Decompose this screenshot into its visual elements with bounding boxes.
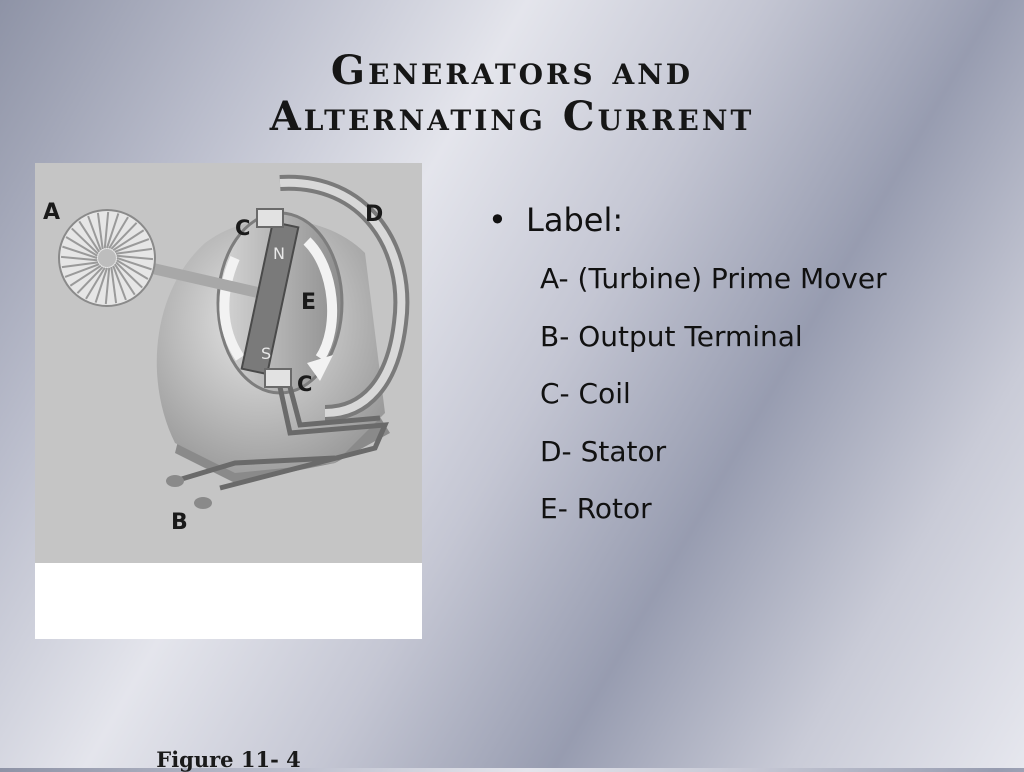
turbine-blade: [116, 259, 149, 280]
turbine-blades: [60, 211, 154, 305]
title-line-2: Alternating Current: [269, 93, 755, 140]
label-n: N: [273, 244, 285, 263]
turbine-blade: [108, 216, 129, 249]
list-item: C- Coil: [540, 377, 631, 410]
turbine-blade: [112, 229, 145, 252]
turbine-blade: [115, 261, 143, 289]
terminal-2: [194, 497, 212, 509]
rotation-arrow-left: [219, 256, 245, 361]
turbine-blade: [106, 213, 120, 249]
turbine-blade: [87, 215, 102, 251]
turbine-blade: [110, 222, 138, 250]
turbine-blade: [71, 227, 99, 255]
turbine-blade: [104, 267, 111, 305]
turbine-blade: [116, 254, 154, 261]
slide-title: Generators and Alternating Current: [0, 48, 1024, 140]
bullet-icon: •: [488, 201, 507, 239]
turbine-blade: [62, 245, 98, 259]
list-item: B- Output Terminal: [540, 319, 803, 353]
label-a: A: [43, 200, 60, 225]
stator-ring-highlight: [279, 178, 406, 417]
turbine-blade: [65, 236, 98, 257]
turbine-blade: [78, 220, 101, 253]
turbine-blade: [60, 255, 98, 262]
turbine-hub: [98, 249, 116, 267]
label-c-bottom: C: [297, 372, 312, 396]
label-list-section: • Label: A- (Turbine) Prime Mover B- Outp…: [488, 198, 887, 538]
rotation-arrow-right: [303, 237, 338, 361]
turbine-blade: [116, 257, 152, 271]
label-e: E: [301, 290, 316, 315]
coil-bottom: [264, 368, 292, 388]
label-list: A- (Turbine) Prime Mover B- Output Termi…: [540, 250, 887, 538]
figure-caption: Figure 11- 4: [156, 747, 301, 772]
label-s: S: [261, 344, 271, 363]
label-c-top: C: [235, 216, 250, 240]
rotor-magnet: [240, 220, 300, 376]
turbine-blade: [96, 212, 104, 250]
output-wire-3: [174, 455, 336, 484]
turbine-blade: [115, 247, 153, 255]
turbine-blade: [113, 263, 136, 296]
label-b: B: [171, 510, 188, 535]
turbine-blade: [94, 267, 108, 303]
label-d: D: [365, 202, 383, 227]
list-item: D- Stator: [540, 434, 667, 468]
generator-diagram: A C D E C B N S: [35, 163, 422, 563]
output-wire-1: [219, 386, 389, 491]
bullet-heading: • Label:: [488, 198, 887, 242]
output-wire-2: [287, 386, 381, 428]
turbine-blade: [85, 267, 106, 300]
turbine-blade: [114, 238, 150, 253]
turbine-blade: [69, 264, 102, 287]
arrow-head-icon: [307, 355, 333, 381]
generator-figure: A C D E C B N S Figure 11- 4: [35, 163, 422, 772]
title-line-1: Generators and: [330, 47, 694, 94]
turbine-blade: [64, 263, 100, 278]
heading-text: Label:: [526, 201, 624, 239]
turbine-blade: [76, 266, 104, 294]
list-item: E- Rotor: [540, 492, 652, 525]
turbine-blade: [103, 211, 110, 249]
turbine-blade: [61, 261, 99, 269]
coil-top: [256, 208, 284, 228]
terminal-1: [166, 475, 184, 487]
list-item: A- (Turbine) Prime Mover: [540, 262, 887, 295]
turbine-blade: [112, 265, 127, 301]
turbine-blade: [110, 266, 118, 304]
